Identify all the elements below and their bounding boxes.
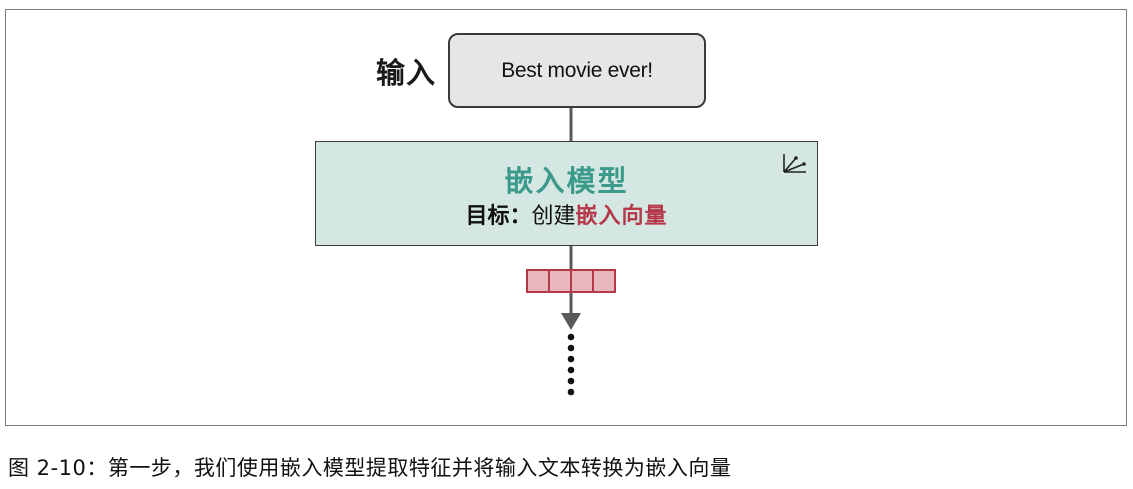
goal-text: 创建 (531, 204, 576, 229)
figure-frame (5, 9, 1127, 426)
continuation-dot (567, 355, 575, 363)
model-goal: 目标：创建嵌入向量 (316, 198, 817, 230)
vector-cell (526, 269, 550, 293)
axes-vectors-icon (783, 154, 806, 173)
continuation-dots (567, 333, 575, 396)
model-title: 嵌入模型 (504, 164, 629, 198)
goal-emphasis: 嵌入向量 (575, 204, 668, 229)
vector-cell (592, 269, 616, 293)
input-text: Best movie ever! (501, 58, 653, 82)
embedding-model-box: 嵌入模型 目标：创建嵌入向量 (315, 141, 818, 246)
goal-label: 目标： (465, 204, 532, 229)
figure-caption: 图 2-10：第一步，我们使用嵌入模型提取特征并将输入文本转换为嵌入向量 (8, 456, 732, 480)
vector-cell (570, 269, 594, 293)
continuation-dot (567, 377, 575, 385)
output-arrowhead (561, 313, 581, 330)
embedding-vector (526, 269, 616, 293)
continuation-dot (567, 388, 575, 396)
continuation-dot (567, 366, 575, 374)
continuation-dot (567, 333, 575, 341)
input-text-box: Best movie ever! (448, 33, 706, 108)
continuation-dot (567, 344, 575, 352)
vector-cell (548, 269, 572, 293)
input-label: 输入 (376, 56, 437, 90)
